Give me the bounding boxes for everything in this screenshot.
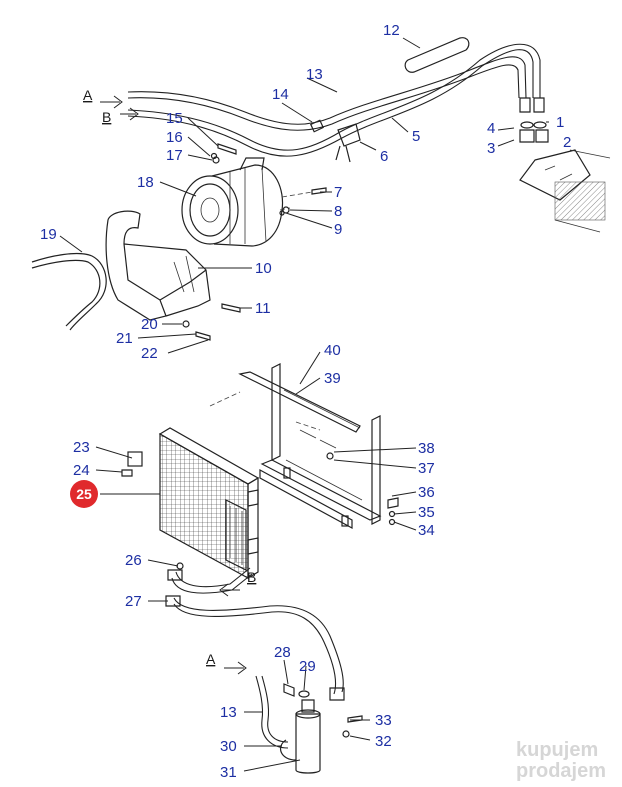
flow-arrows: A B B A [83, 87, 256, 675]
callout-38: 38 [418, 440, 435, 457]
callout-5: 5 [412, 128, 420, 145]
callout-3: 3 [487, 140, 495, 157]
callout-11: 11 [255, 300, 271, 317]
callout-16: 16 [166, 129, 183, 146]
callout-21: 21 [116, 330, 133, 347]
callout-33: 33 [375, 712, 392, 729]
callout-37: 37 [418, 460, 435, 477]
callout-34: 34 [418, 522, 435, 539]
callout-12: 12 [383, 22, 400, 39]
compressor [181, 143, 327, 247]
watermark-line-1: kupujem [516, 739, 598, 761]
flow-label-a-bottom: A [206, 651, 216, 667]
callout-22: 22 [141, 345, 158, 362]
callout-15: 15 [166, 110, 183, 127]
callout-2: 2 [563, 134, 571, 151]
callout-30: 30 [220, 738, 237, 755]
callout-39: 39 [324, 370, 341, 387]
callout-27: 27 [125, 593, 142, 610]
condenser [121, 427, 260, 580]
callout-32: 32 [375, 733, 392, 750]
callout-6: 6 [380, 148, 388, 165]
callout-13-bottom: 13 [220, 704, 237, 721]
callout-10: 10 [255, 260, 272, 277]
callout-14: 14 [272, 86, 289, 103]
callout-labels: 1 2 3 4 5 6 7 8 9 10 11 12 13 14 15 16 1… [40, 22, 571, 781]
callout-23: 23 [73, 439, 90, 456]
callout-36: 36 [418, 484, 435, 501]
leader-lines [59, 37, 549, 772]
callout-13: 13 [306, 66, 323, 83]
callout-17: 17 [166, 147, 183, 164]
callout-25: 25 [76, 486, 92, 502]
callout-35: 35 [418, 504, 435, 521]
callout-8: 8 [334, 203, 342, 220]
compressor-bracket [105, 210, 241, 341]
callout-31: 31 [220, 764, 237, 781]
callout-26: 26 [125, 552, 142, 569]
callout-25-highlight[interactable]: 25 [70, 480, 98, 508]
drive-belt [31, 252, 107, 331]
callout-20: 20 [141, 316, 158, 333]
refrigerant-lines-top [127, 37, 611, 233]
flow-label-a-top: A [83, 87, 93, 103]
watermark-line-2: prodajem [516, 760, 606, 782]
callout-28: 28 [274, 644, 291, 661]
refrigerant-lines-bottom [165, 562, 363, 774]
callout-1: 1 [556, 114, 564, 131]
flow-label-b-mid: B [247, 569, 256, 585]
callout-24: 24 [73, 462, 90, 479]
callout-40: 40 [324, 342, 341, 359]
callout-9: 9 [334, 221, 342, 238]
highlight-badge [70, 480, 98, 508]
condenser-frame [209, 363, 399, 530]
callout-29: 29 [299, 658, 316, 675]
flow-label-b-top: B [102, 109, 111, 125]
callout-19: 19 [40, 226, 57, 243]
watermark: kupujem prodajem [516, 739, 606, 782]
callout-18: 18 [137, 174, 154, 191]
callout-7: 7 [334, 184, 342, 201]
callout-4: 4 [487, 120, 495, 137]
